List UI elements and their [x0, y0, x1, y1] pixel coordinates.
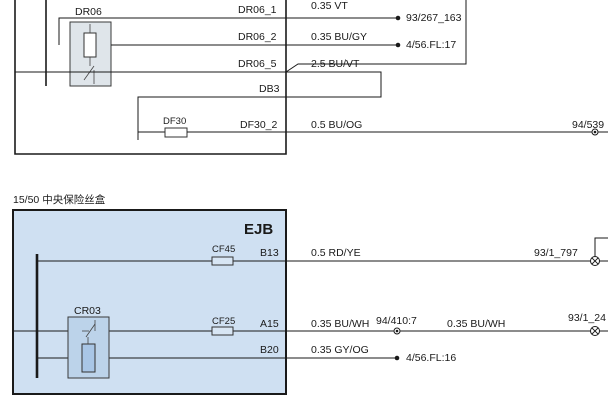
pin-dr06-5: DR06_5: [238, 58, 277, 70]
fuse-df30-label: DF30: [163, 116, 186, 127]
wire-db3-loop[interactable]: [286, 71, 382, 98]
wire-2.5-bu-vt[interactable]: [285, 0, 467, 73]
splice-icon: [590, 326, 600, 336]
wire-label-vt: 0.35 VT: [311, 0, 348, 12]
pin-db3: DB3: [259, 83, 280, 95]
wire-label-bu-gy: 0.35 BU/GY: [311, 31, 367, 43]
pin-b20: B20: [260, 344, 279, 356]
wire-label-bu-wh-1: 0.35 BU/WH: [311, 318, 369, 330]
connector-94-539: 94/539: [572, 119, 604, 131]
relay-cr03-coil: [81, 343, 96, 373]
pin-b13: B13: [260, 247, 279, 259]
relay-cr03-switch: [85, 323, 96, 338]
wire-label-gy-og: 0.35 GY/OG: [311, 344, 369, 356]
fuse-cf25-label: CF25: [212, 316, 235, 327]
connector-4-56-fl-17: 4/56.FL:17: [406, 39, 456, 51]
wire-label-bu-og: 0.5 BU/OG: [311, 119, 362, 131]
upper-module-outline: [14, 0, 287, 155]
fuse-df30[interactable]: [164, 127, 188, 138]
splice-icon: [590, 256, 600, 266]
fuse-box-title: 15/50 中央保险丝盒: [13, 193, 106, 206]
connector-4-56-fl-16: 4/56.FL:16: [406, 352, 456, 364]
ejb-label: EJB: [244, 221, 273, 238]
pin-dr06-1: DR06_1: [238, 4, 277, 16]
pin-dr06-2: DR06_2: [238, 31, 277, 43]
relay-dr06-label: DR06: [75, 6, 102, 18]
ejb-module: EJB CF45 B13 CF25 A15 B20 CR03: [12, 209, 287, 395]
relay-dr06-coil: [83, 32, 97, 58]
wire-label-bu-wh-2: 0.35 BU/WH: [447, 318, 505, 330]
connector-93-267-163: 93/267_163: [406, 12, 462, 24]
wire-label-rd-ye: 0.5 RD/YE: [311, 247, 361, 259]
wire-label-bu-vt: 2.5 BU/VT: [311, 58, 360, 70]
connector-93-1-797: 93/1_797: [534, 247, 578, 259]
upper-module: DR06 DR06_1 DR06_2 DR06_5 DB3 DF30_2 DF3…: [14, 0, 287, 155]
fuse-cf45-label: CF45: [212, 244, 235, 255]
fuse-cf45[interactable]: [211, 256, 234, 266]
pin-a15: A15: [260, 318, 279, 330]
pin-df30-2: DF30_2: [240, 119, 278, 131]
lower-external-wires: 0.5 RD/YE 93/1_797 0.35 BU/WH 94/410:7 0…: [286, 237, 608, 364]
connector-93-1-24: 93/1_24: [568, 312, 606, 324]
relay-dr06-switch: [83, 65, 95, 81]
connector-94-410-7: 94/410:7: [376, 315, 417, 327]
relay-cr03-label: CR03: [74, 305, 101, 317]
ejb-outline[interactable]: [12, 209, 287, 395]
upper-external-wires: 0.35 VT 93/267_163 0.35 BU/GY 4/56.FL:17…: [285, 0, 608, 136]
fuse-cf25[interactable]: [211, 326, 234, 336]
